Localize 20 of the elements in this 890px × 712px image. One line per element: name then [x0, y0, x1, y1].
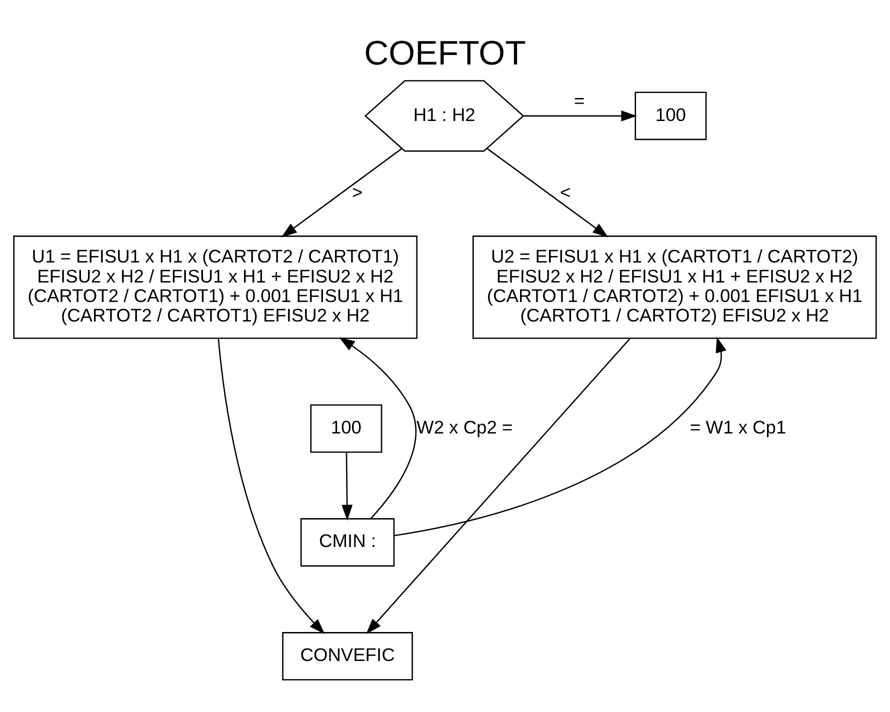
arrow — [342, 452, 353, 521]
edge-label: < — [560, 182, 571, 203]
edge-label: W2 x Cp2 = — [416, 416, 513, 438]
arrow — [281, 148, 402, 238]
node-box: CMIN : — [300, 518, 395, 567]
node-box: CONVEFIC — [282, 632, 413, 680]
diagram-title: COEFTOT — [364, 34, 526, 73]
node-box: U1 = EFISU1 x H1 x (CARTOT2 / CARTOT1) EFISU2 x H2 / EFISU1 x H1 + EFISU2 x H2 (CARTOT2 / CARTOT1) + 0.001 EFISU1 x H1 (CARTOT2 / CARTOT1) EFISU2 x H2 — [13, 236, 418, 339]
node-box: 100 — [634, 92, 707, 140]
arrow — [366, 338, 631, 634]
arrow — [524, 110, 637, 122]
arrow — [394, 336, 726, 536]
node-box: 100 — [310, 404, 382, 453]
edge-label: > — [352, 182, 363, 203]
arrow — [218, 338, 325, 634]
edge-label: = — [574, 90, 585, 112]
arrow — [486, 148, 608, 238]
edge-label: = W1 x Cp1 — [690, 416, 786, 438]
node-box: U2 = EFISU1 x H1 x (CARTOT1 / CARTOT2) EFISU2 x H2 / EFISU1 x H1 + EFISU2 x H2 (CARTOT1 / CARTOT2) + 0.001 EFISU1 x H1 (CARTOT1 / CARTOT2) EFISU2 x H2 — [472, 236, 877, 339]
arrow — [339, 337, 416, 520]
